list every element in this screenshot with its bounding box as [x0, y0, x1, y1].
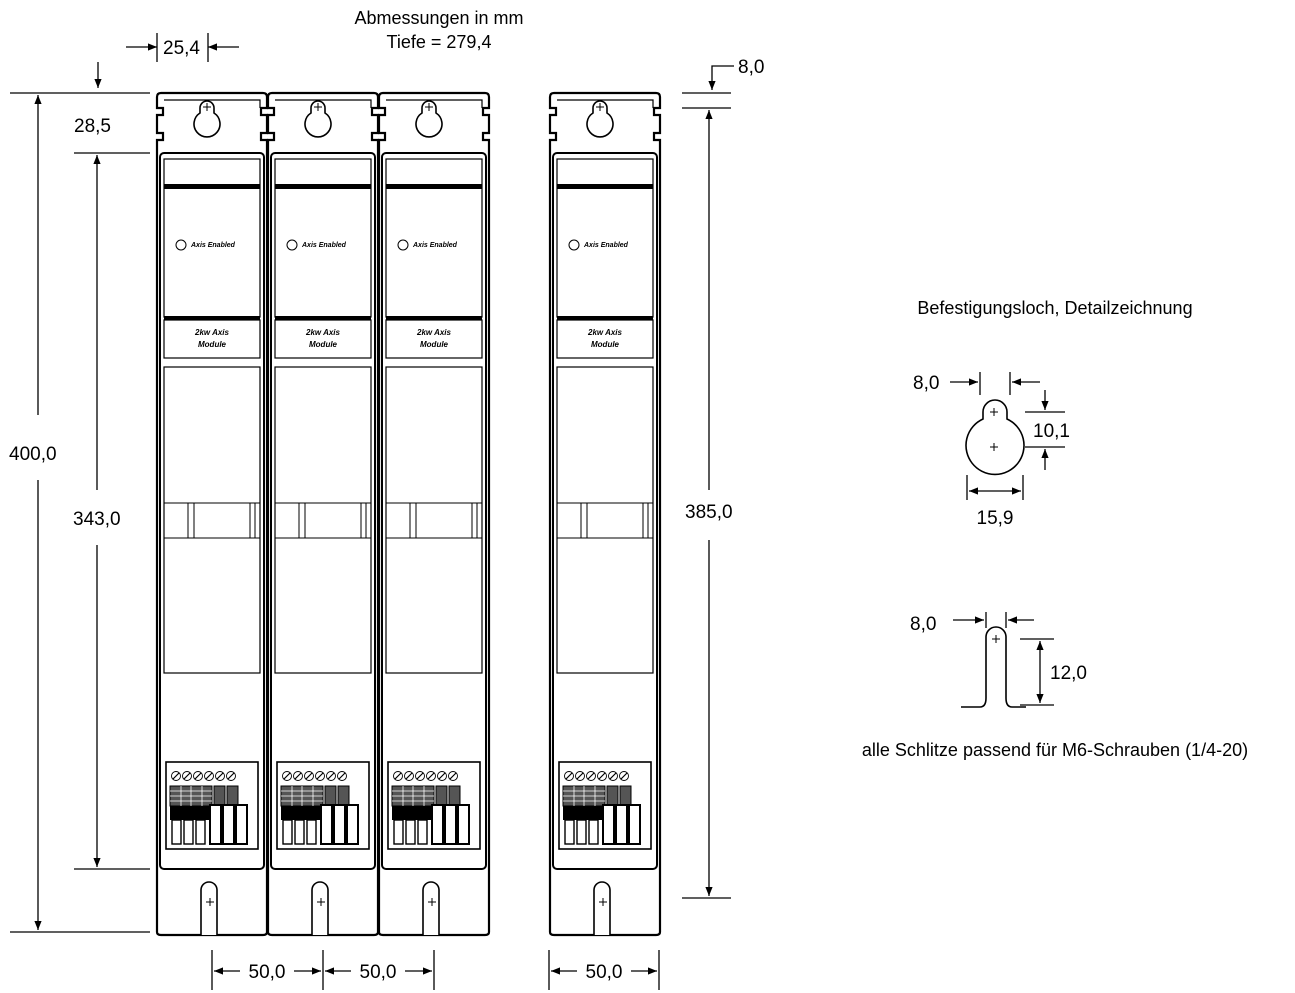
dim-total-height-label: 400,0 [9, 444, 57, 465]
module-4-labels: Axis Enabled 2kw Axis Module [583, 242, 629, 349]
dim-pitch [211, 950, 660, 990]
dim-module-width [126, 33, 239, 62]
module-1 [155, 91, 269, 937]
module-name-line1: 2kw Axis [587, 328, 622, 337]
slot-width-label: 8,0 [910, 614, 936, 635]
axis-enabled-label: Axis Enabled [583, 242, 629, 249]
dim-top-offset [10, 62, 150, 154]
title-line2: Tiefe = 279,4 [387, 32, 492, 52]
module-name-line2: Module [591, 340, 620, 349]
module-name-line1: 2kw Axis [194, 328, 229, 337]
detail-title: Befestigungsloch, Detailzeichnung [917, 298, 1192, 318]
detail-note: alle Schlitze passend für M6-Schrauben (… [862, 740, 1248, 760]
axis-enabled-label: Axis Enabled [301, 242, 347, 249]
dim-module-width-label: 25,4 [163, 38, 200, 59]
module-2-labels: Axis Enabled 2kw Axis Module [301, 242, 347, 349]
keyhole-detail [950, 372, 1065, 500]
axis-enabled-label: Axis Enabled [412, 242, 458, 249]
hole-width-label: 15,9 [977, 508, 1014, 529]
module-name-line2: Module [198, 340, 227, 349]
hole-height-label: 10,1 [1033, 421, 1070, 442]
dim-top-offset-label: 28,5 [74, 116, 111, 137]
dim-inner-height-label: 343,0 [73, 509, 121, 530]
dim-slot-offset-label: 8,0 [738, 57, 764, 78]
dim-mount-height-label: 385,0 [685, 502, 733, 523]
module-name-line2: Module [309, 340, 338, 349]
dim-mount-height [682, 110, 731, 899]
module-name-line1: 2kw Axis [305, 328, 340, 337]
module-1-labels: Axis Enabled 2kw Axis Module [190, 242, 236, 349]
dim-pitch-label-1: 50,0 [249, 962, 286, 983]
module-2 [266, 91, 380, 937]
title-line1: Abmessungen in mm [354, 8, 523, 28]
dim-total-height [10, 95, 150, 933]
module-4 [548, 91, 662, 937]
module-3-labels: Axis Enabled 2kw Axis Module [412, 242, 458, 349]
slot-height-label: 12,0 [1050, 663, 1087, 684]
dim-inner-height [74, 155, 150, 870]
module-name-line2: Module [420, 340, 449, 349]
dim-pitch-label-3: 50,0 [586, 962, 623, 983]
dim-pitch-label-2: 50,0 [360, 962, 397, 983]
slot-detail [953, 612, 1054, 708]
axis-enabled-label: Axis Enabled [190, 242, 236, 249]
module-3 [377, 91, 491, 937]
module-name-line1: 2kw Axis [416, 328, 451, 337]
dim-slot-offset [682, 65, 734, 109]
hole-width-top-label: 8,0 [913, 373, 939, 394]
